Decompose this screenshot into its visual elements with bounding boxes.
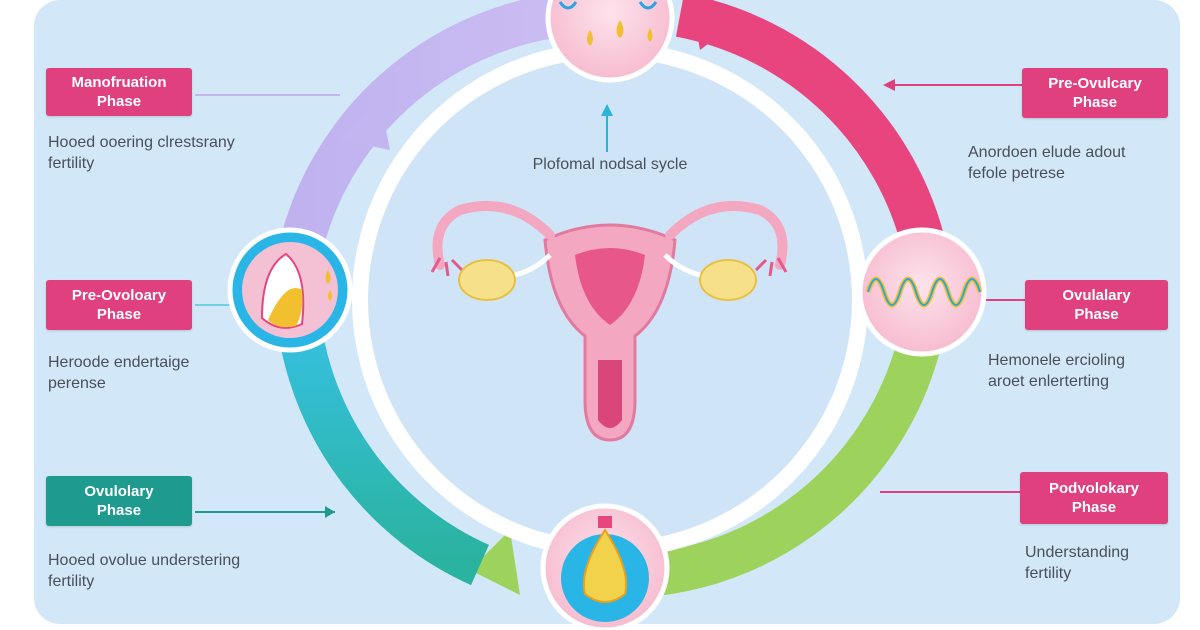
desc-line: fefole petrese: [968, 163, 1125, 184]
phase-title: Phase: [97, 305, 141, 324]
desc-line: perense: [48, 373, 189, 394]
egg-node-icon: [543, 506, 667, 630]
desc-line: aroet enlerterting: [988, 371, 1125, 392]
left-ovary: [459, 260, 515, 300]
desc-line: Heroode endertaige: [48, 352, 189, 373]
phase-tag-bottom-left: Ovulolary Phase: [46, 476, 192, 526]
phase-title: Pre-Ovoloary: [72, 286, 166, 305]
follicle-node-icon: [230, 230, 350, 350]
desc-line: fertility: [1025, 563, 1129, 584]
phase-tag-top-right: Pre-Ovulcary Phase: [1022, 68, 1168, 118]
phase-title: Manofruation: [72, 73, 167, 92]
desc-line: fertility: [48, 153, 235, 174]
connector-top-right-arrow: [883, 79, 895, 91]
phase-title: Phase: [1072, 498, 1116, 517]
phase-title: Ovulalary: [1062, 286, 1130, 305]
phase-desc-mid-right: Hemonele ercioling aroet enlerterting: [988, 350, 1125, 392]
phase-desc-top-right: Anordoen elude adout fefole petrese: [968, 142, 1125, 184]
phase-desc-mid-left: Heroode endertaige perense: [48, 352, 189, 394]
phase-title: Phase: [97, 92, 141, 111]
desc-line: Hemonele ercioling: [988, 350, 1125, 371]
phase-tag-mid-left: Pre-Ovoloary Phase: [46, 280, 192, 330]
phase-title: Ovulolary: [84, 482, 153, 501]
connector-bottom-left-arrow: [325, 506, 335, 518]
right-ovary: [700, 260, 756, 300]
phase-tag-bottom-right: Podvolokary Phase: [1020, 472, 1168, 524]
desc-line: Hooed ooering clrestsrany: [48, 132, 235, 153]
desc-line: Understanding: [1025, 542, 1129, 563]
center-label: Plofomal nodsal sycle: [480, 156, 740, 174]
phase-title: Phase: [1074, 305, 1118, 324]
phase-desc-top-left: Hooed ooering clrestsrany fertility: [48, 132, 235, 174]
desc-line: Anordoen elude adout: [968, 142, 1125, 163]
desc-line: fertility: [48, 571, 240, 592]
phase-title: Podvolokary: [1049, 479, 1139, 498]
phase-title: Pre-Ovulcary: [1048, 74, 1141, 93]
phase-title: Phase: [97, 501, 141, 520]
desc-line: Hooed ovolue understering: [48, 550, 240, 571]
waveform-node-icon: [860, 230, 984, 354]
phase-title: Phase: [1073, 93, 1117, 112]
phase-tag-mid-right: Ovulalary Phase: [1025, 280, 1168, 330]
phase-desc-bottom-right: Understanding fertility: [1025, 542, 1129, 584]
phase-desc-bottom-left: Hooed ovolue understering fertility: [48, 550, 240, 592]
phase-tag-top-left: Manofruation Phase: [46, 68, 192, 116]
